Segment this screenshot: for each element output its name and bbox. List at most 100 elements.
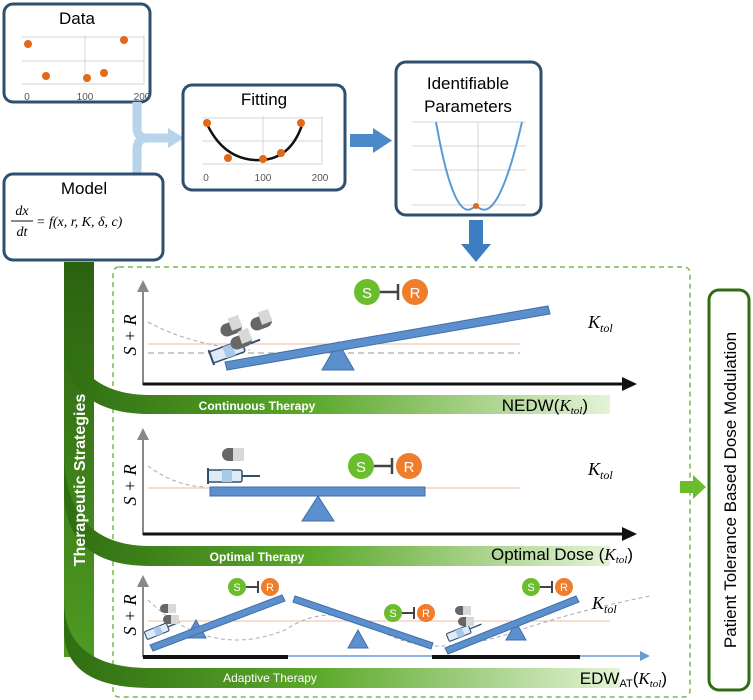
data-box-title: Data <box>59 9 95 28</box>
seesaw-beam <box>209 486 426 497</box>
seesaw-beam <box>224 305 551 371</box>
pills-icon <box>222 448 244 461</box>
model-box: Model dx dt = f(x, r, K, δ, c) <box>2 172 165 262</box>
seesaw-beam <box>444 595 580 655</box>
params-title-line1: Identifiable <box>427 74 509 93</box>
strategy-branches <box>64 262 620 688</box>
optimal-therapy-label: Optimal Therapy <box>210 550 305 564</box>
continuous-therapy-label: Continuous Therapy <box>199 399 316 413</box>
fitting-points <box>203 119 305 163</box>
tolerance-box: Patient Tolerance Based Dose Modulation <box>707 288 751 692</box>
panel-optimal: S + R S R Ktol Optimal Therapy Optimal D… <box>120 428 637 566</box>
r-cell-label: R <box>560 582 568 594</box>
fit-point <box>259 155 267 163</box>
params-box: Identifiable Parameters <box>394 60 543 217</box>
s-cell-label: S <box>389 608 396 620</box>
r-cell-label: R <box>266 582 274 594</box>
r-cell-icon <box>396 453 422 479</box>
k-tol-label: Ktol <box>591 593 617 616</box>
data-point <box>100 69 108 77</box>
s-cell-label: S <box>527 582 534 594</box>
panel-y-label: S + R <box>120 314 140 355</box>
fitting-xtick: 100 <box>255 173 272 184</box>
model-box-title: Model <box>61 179 107 198</box>
cell-pair: S R <box>354 279 428 305</box>
fitting-box: Fitting 0 100 200 <box>181 83 347 192</box>
cell-pair: S R <box>228 578 279 596</box>
r-cell-icon <box>555 578 573 596</box>
equation-rhs: = f(x, r, K, δ, c) <box>36 215 123 230</box>
r-cell-label: R <box>410 285 421 302</box>
strategies-label: Therapeutic Strategies <box>72 394 89 567</box>
fulcrum-icon <box>505 620 527 641</box>
fit-point <box>297 119 305 127</box>
s-cell-icon <box>354 279 380 305</box>
params-title-line2: Parameters <box>424 97 512 116</box>
blue-arrow-right <box>350 128 392 153</box>
data-xtick: 0 <box>24 92 30 103</box>
pills-icon <box>160 604 179 624</box>
k-tol-label: Ktol <box>587 312 613 335</box>
syringe-icon <box>446 623 482 642</box>
fit-point <box>203 119 211 127</box>
cell-pair: S R <box>384 604 435 622</box>
r-cell-icon <box>417 604 435 622</box>
light-blue-connector <box>132 102 184 178</box>
outcome-optimal-dose: Optimal Dose (Ktol) <box>491 545 633 566</box>
fitting-xtick: 0 <box>203 173 209 184</box>
equation-lhs-num: dx <box>15 204 29 219</box>
pills-icon <box>220 308 273 350</box>
r-cell-label: R <box>422 608 430 620</box>
syringe-icon <box>207 468 260 484</box>
fulcrum-icon <box>321 340 355 371</box>
data-point <box>120 36 128 44</box>
equation-lhs-den: dt <box>17 225 29 240</box>
panel-y-label: S + R <box>120 594 140 635</box>
data-point <box>24 40 32 48</box>
seesaw-beam <box>149 594 286 652</box>
adaptive-therapy-label: Adaptive Therapy <box>223 671 317 685</box>
minimum-point <box>473 203 479 209</box>
cell-pair: S R <box>522 578 573 596</box>
arrow-head-icon <box>168 128 184 148</box>
arrow-head-icon <box>461 244 491 262</box>
green-arrow-right <box>680 475 706 499</box>
fitting-xtick: 200 <box>312 173 329 184</box>
fulcrum-icon <box>301 495 335 522</box>
s-cell-label: S <box>356 459 366 476</box>
r-cell-icon <box>261 578 279 596</box>
data-points <box>24 36 128 82</box>
fitting-box-title: Fitting <box>241 90 287 109</box>
seesaw-beam <box>292 595 434 650</box>
pills-icon <box>455 606 474 626</box>
arrow-head-icon <box>693 475 706 499</box>
data-xtick: 200 <box>134 92 151 103</box>
panel-adaptive: S + R S R S R S <box>120 575 667 690</box>
fit-point <box>224 154 232 162</box>
s-cell-label: S <box>233 582 240 594</box>
r-cell-label: R <box>404 459 415 476</box>
params-grid <box>412 121 526 206</box>
panel-y-label: S + R <box>120 464 140 505</box>
data-xtick: 100 <box>77 92 94 103</box>
outcome-edw-at: EDWAT(Ktol) <box>580 669 667 690</box>
data-point <box>42 72 50 80</box>
s-cell-icon <box>384 604 402 622</box>
r-cell-icon <box>402 279 428 305</box>
fulcrum-icon <box>347 628 369 649</box>
outcome-nedw: NEDW(Ktol) <box>502 396 588 417</box>
k-tol-label: Ktol <box>587 459 613 482</box>
data-point <box>83 74 91 82</box>
blue-arrow-down <box>461 220 491 262</box>
data-box: Data 0 100 200 <box>2 2 152 104</box>
tolerance-box-label: Patient Tolerance Based Dose Modulation <box>721 332 740 648</box>
s-cell-icon <box>348 453 374 479</box>
s-cell-icon <box>228 578 246 596</box>
arrow-head-icon <box>373 128 392 153</box>
s-cell-label: S <box>362 285 372 302</box>
fit-point <box>277 149 285 157</box>
syringe-icon <box>144 621 180 640</box>
s-cell-icon <box>522 578 540 596</box>
panel-continuous: S + R S R K <box>120 279 637 417</box>
